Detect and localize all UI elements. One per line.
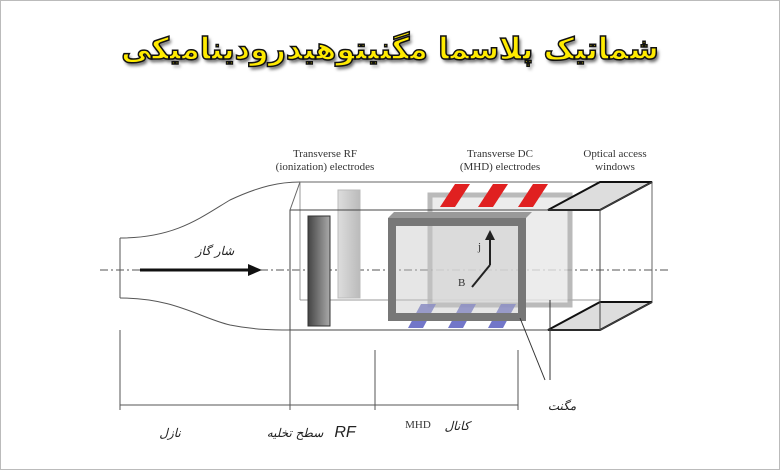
channel-front-face	[289, 209, 601, 331]
gas-flow-arrow	[248, 264, 262, 276]
magnet	[388, 212, 532, 321]
rf-electrode-front	[307, 215, 331, 327]
gas-flow-label: شار گاز	[194, 244, 235, 258]
nozzle-label: نازل	[159, 426, 181, 440]
dc-electrodes-label-2: (MHD) electrodes	[460, 161, 540, 173]
page-title: شماتیک پلاسما مگنیتوهیدرودینامیکی	[120, 31, 659, 68]
rf-section-label: سطح تخلیه	[267, 426, 325, 440]
dc-electrodes-top	[440, 184, 548, 207]
rf-electrode-back	[337, 189, 361, 299]
optical-windows-label: Optical access	[583, 148, 646, 160]
rf-electrodes-label-2: (ionization) electrodes	[276, 161, 375, 173]
j-vector-label: j	[477, 241, 481, 253]
dc-electrodes-label: Transverse DC	[467, 148, 533, 160]
mhd-channel-label: کانال	[444, 419, 471, 433]
rf-electrodes-label: Transverse RF	[293, 148, 357, 160]
b-vector-label: B	[458, 277, 465, 289]
mhd-prefix-label: MHD	[405, 419, 431, 431]
rf-prefix-label: RF	[334, 424, 357, 441]
dimension-lines	[119, 330, 519, 410]
nozzle	[119, 181, 301, 239]
j-vector-arrow	[485, 230, 495, 240]
optical-windows-label-2: windows	[595, 161, 635, 173]
magnet-label: مگنت	[548, 399, 577, 413]
